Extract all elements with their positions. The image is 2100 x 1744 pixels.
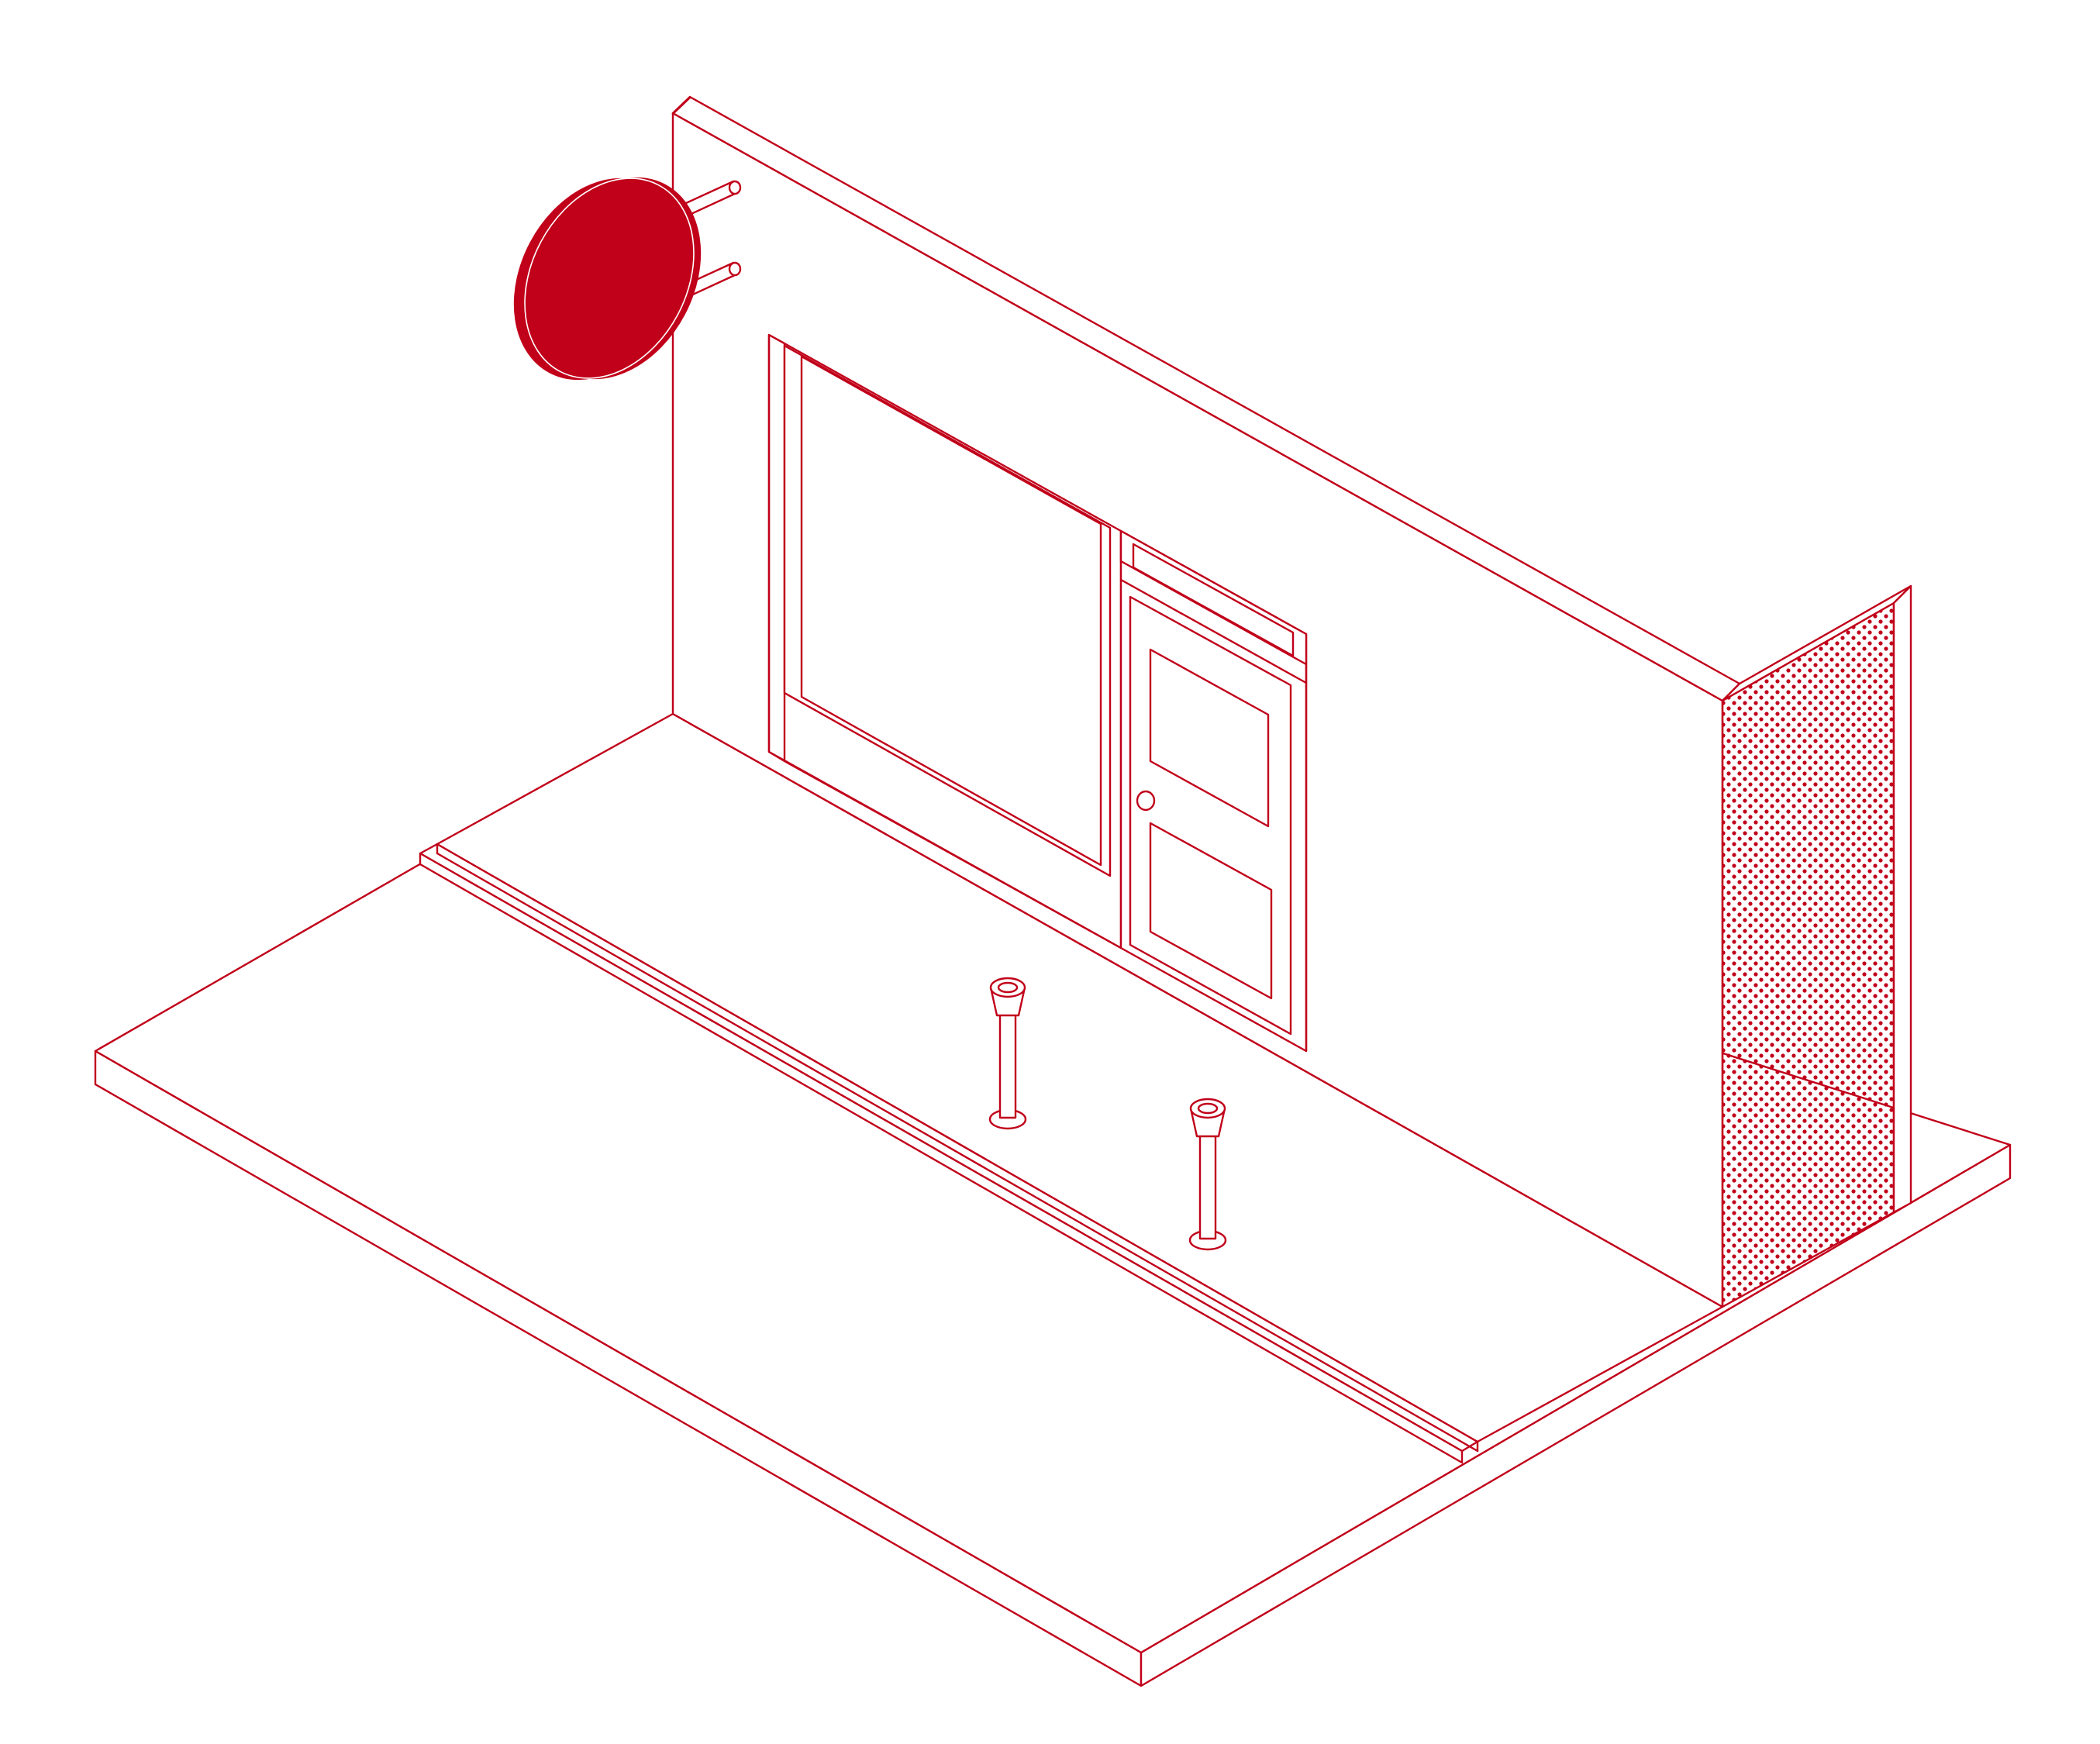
door-assembly: [1119, 529, 1308, 1053]
sign-disc-front: [529, 177, 702, 380]
side-wall-edge: [1892, 584, 1912, 1214]
door-panel-upper: [1149, 648, 1270, 828]
dotted-side-wall: [1721, 601, 1895, 1308]
round-sign: [513, 177, 742, 381]
parking-meter: [1188, 1098, 1227, 1251]
sign-bracket-upper: [681, 181, 740, 212]
transom-glass: [1132, 543, 1295, 657]
curb: [419, 843, 1479, 1464]
parking-meter: [988, 977, 1027, 1130]
door-panel-lower: [1149, 822, 1273, 1000]
shop-window: [767, 333, 1122, 950]
door-knob: [1136, 790, 1156, 812]
facade-left-edge: [671, 95, 691, 115]
curb-face: [419, 852, 1464, 1464]
window-glass: [800, 355, 1102, 867]
